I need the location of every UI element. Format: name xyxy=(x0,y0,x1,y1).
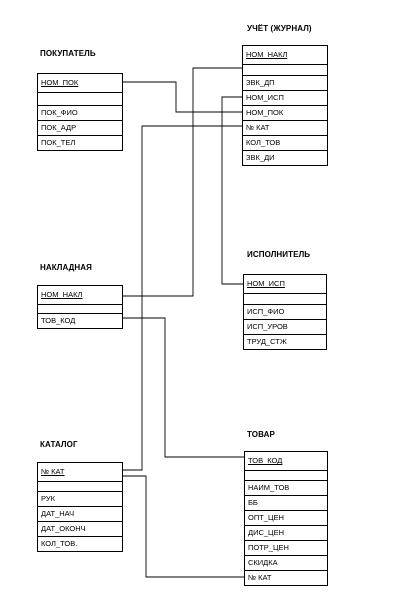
entity-uchet: НОМ_НАКЛ ЗВК_ДП НОМ_ИСП НОМ_ПОК № КАТ КО… xyxy=(242,45,328,166)
table-title-tovar: ТОВАР xyxy=(247,430,275,439)
field: ИСП_ФИО xyxy=(244,305,326,320)
field: ЗВК_ДИ xyxy=(246,153,275,162)
primary-key-field: НОМ_ИСП xyxy=(244,275,326,294)
entity-tovar: ТОВ_КОД НАИМ_ТОВ ББ ОПТ_ЦЕН ДИС_ЦЕН ПОТР… xyxy=(244,451,328,586)
field: КОЛ_ТОВ. xyxy=(41,539,78,548)
field: ТОВ_КОД xyxy=(41,316,76,325)
primary-key-field: НОМ_НАКЛ xyxy=(243,46,327,65)
field: РУК xyxy=(38,492,122,507)
table-title-katalog: КАТАЛОГ xyxy=(40,440,78,449)
field: ОПТ_ЦЕН xyxy=(245,511,327,526)
field: ЗВК_ДП xyxy=(243,76,327,91)
field: НАИМ_ТОВ xyxy=(245,481,327,496)
link-katalog-tovar xyxy=(123,475,244,578)
link-ispolnitel-uchet xyxy=(221,96,243,285)
entity-katalog: № КАТ РУК ДАТ_НАЧ ДАТ_ОКОНЧ КОЛ_ТОВ. xyxy=(37,462,123,552)
primary-key-field: НОМ_ПОК xyxy=(38,74,122,93)
entity-nakladnaya: НОМ_НАКЛ ТОВ_КОД xyxy=(37,285,123,329)
primary-key-field: ТОВ_КОД xyxy=(245,452,327,471)
field: ББ xyxy=(245,496,327,511)
field: ИСП_УРОВ xyxy=(244,320,326,335)
field: ПОК_ТЕЛ xyxy=(41,138,76,147)
field: ПОК_АДР xyxy=(38,121,122,136)
link-katalog-uchet xyxy=(123,125,242,471)
link-nakladnaya-uchet xyxy=(123,67,242,297)
table-title-pokupatel: ПОКУПАТЕЛЬ xyxy=(40,49,96,58)
link-pokupatel-uchet xyxy=(123,81,242,113)
field: ПОК_ФИО xyxy=(38,106,122,121)
entity-ispolnitel: НОМ_ИСП ИСП_ФИО ИСП_УРОВ ТРУД_СТЖ xyxy=(243,274,327,350)
table-title-ispolnitel: ИСПОЛНИТЕЛЬ xyxy=(247,250,311,259)
field: ДАТ_НАЧ xyxy=(38,507,122,522)
field: ДАТ_ОКОНЧ xyxy=(38,522,122,537)
field: НОМ_ИСП xyxy=(243,91,327,106)
field: № КАТ xyxy=(248,573,272,582)
link-nakladnaya-tovar xyxy=(123,317,244,458)
primary-key-field: № КАТ xyxy=(38,463,122,482)
field: СКИДКА xyxy=(245,556,327,571)
entity-pokupatel: НОМ_ПОК ПОК_ФИО ПОК_АДР ПОК_ТЕЛ xyxy=(37,73,123,151)
field: № КАТ xyxy=(243,121,327,136)
field: ТРУД_СТЖ xyxy=(247,337,287,346)
field: ДИС_ЦЕН xyxy=(245,526,327,541)
table-title-uchet: УЧЁТ (ЖУРНАЛ) xyxy=(247,24,312,33)
field: КОЛ_ТОВ xyxy=(243,136,327,151)
field: ПОТР_ЦЕН xyxy=(245,541,327,556)
field: НОМ_ПОК xyxy=(243,106,327,121)
primary-key-field: НОМ_НАКЛ xyxy=(38,286,122,305)
table-title-nakladnaya: НАКЛАДНАЯ xyxy=(40,263,93,272)
